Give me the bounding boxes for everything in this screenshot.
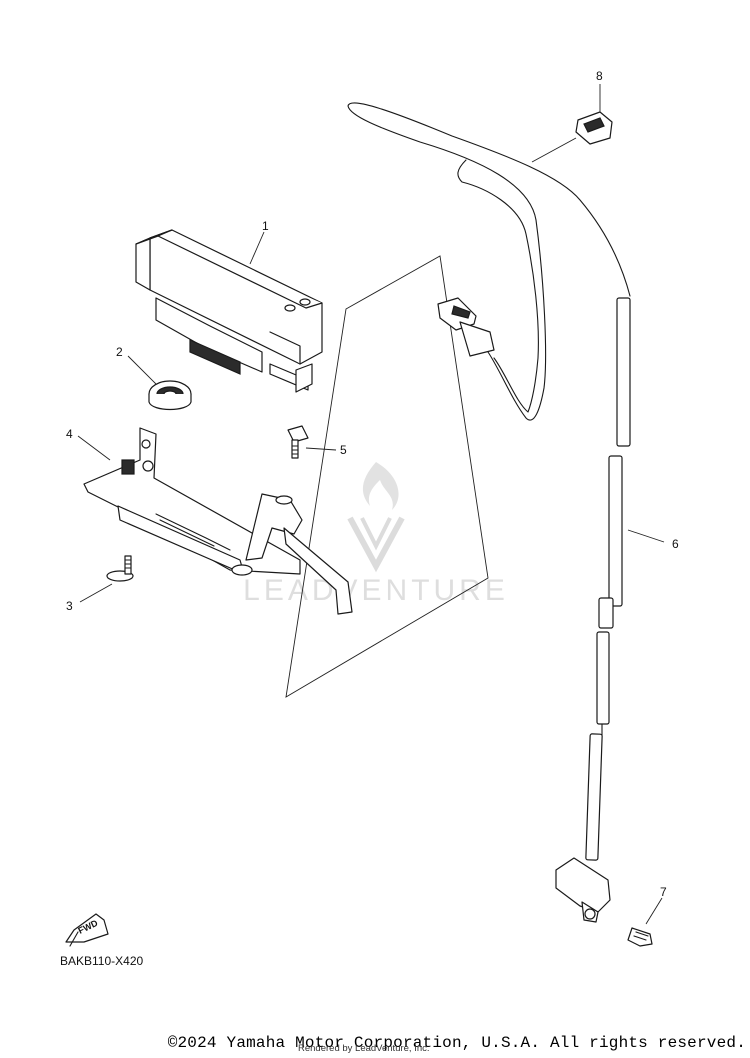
watermark-text: LEADVENTURE [243,574,509,607]
callout-1: 1 [262,219,269,233]
callout-6: 6 [672,537,679,551]
bolt-7 [627,927,653,947]
fwd-arrow-icon: FWD [65,913,109,947]
leader-6 [627,529,665,543]
bolt-5 [287,425,309,459]
leader-8b [531,137,577,163]
callout-7: 7 [660,885,667,899]
leader-1 [249,231,265,265]
leader-4 [77,435,111,461]
meter-assembly [135,229,323,393]
callout-2: 2 [116,345,123,359]
callout-8: 8 [596,69,603,83]
leader-3 [79,583,113,603]
meter-bracket [83,427,353,615]
speed-sensor [555,857,611,923]
leader-5 [305,447,337,451]
callout-3: 3 [66,599,73,613]
harness-connector [437,297,495,357]
watermark: LEADVENTURE [243,462,509,607]
harness-loop-inner [457,159,539,413]
leader-2 [127,355,157,385]
subassembly-frame [285,255,489,698]
flame-v-logo-icon [347,462,405,573]
harness-loop [347,102,631,421]
copyright-notice: ©2024 Yamaha Motor Corporation, U.S.A. A… [167,1034,746,1052]
leader-7 [645,897,663,925]
screw-3 [106,555,134,582]
grommet [148,380,192,411]
rendered-by-notice: Rendered by LeadVenture, Inc. [298,1043,430,1054]
callout-4: 4 [66,427,73,441]
connector-8 [575,111,613,145]
speed-sensor-cable [585,297,631,861]
diagram-code: BAKB110-X420 [60,954,144,968]
callout-5: 5 [340,443,347,457]
